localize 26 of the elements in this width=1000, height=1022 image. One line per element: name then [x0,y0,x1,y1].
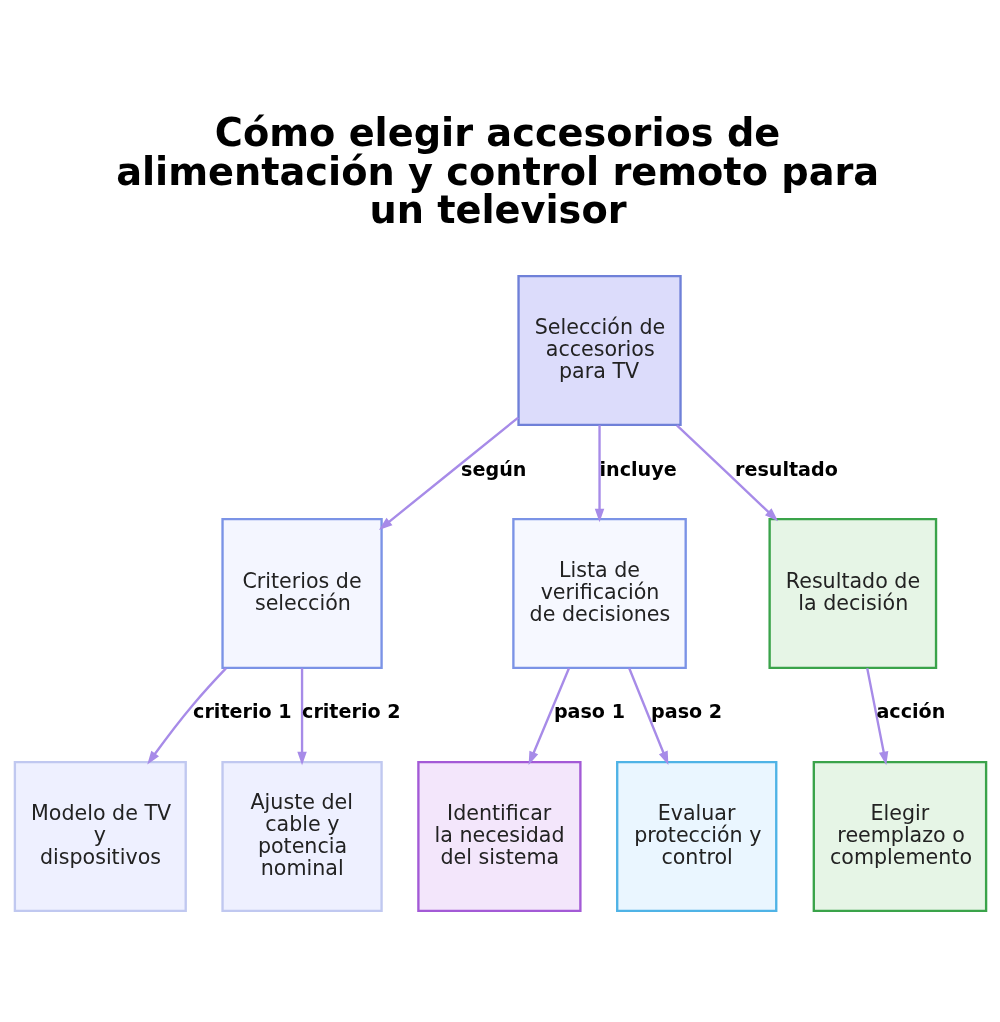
arrow [146,667,227,765]
arrow [865,668,888,766]
node-box: Criterios de selección [220,517,383,669]
arrow [627,667,668,765]
node-box: Resultado de la decisión [767,517,937,669]
arrow [675,424,778,522]
node-box: Evaluar protección y control [615,760,777,912]
node-box: Identificar la necesidad del sistema [416,760,582,912]
arrow [378,416,519,530]
node-box: Elegir reemplazo o complemento [812,760,987,912]
edge-label: según [460,457,526,481]
edge-label: criterio 2 [301,700,401,724]
edge-label: criterio 1 [192,700,292,724]
edge-label: acción [875,700,945,724]
node-box: Ajuste del cable y potencia nominal [220,760,383,912]
diagram-title: Cómo elegir accesorios de alimentación y control remoto para un televisor [115,110,879,232]
node-box: Selección de accesorios para TV [516,274,682,427]
arrow [528,667,570,765]
edge-label: paso 2 [650,700,722,724]
arrow [296,668,307,766]
arrow [594,425,604,523]
edge-label: resultado [734,457,838,481]
edge-label: incluye [599,457,677,481]
node-box: Lista de verificación de decisiones [511,517,687,669]
node-box: Modelo de TV y dispositivos [13,760,187,912]
edge-label: paso 1 [553,700,625,724]
